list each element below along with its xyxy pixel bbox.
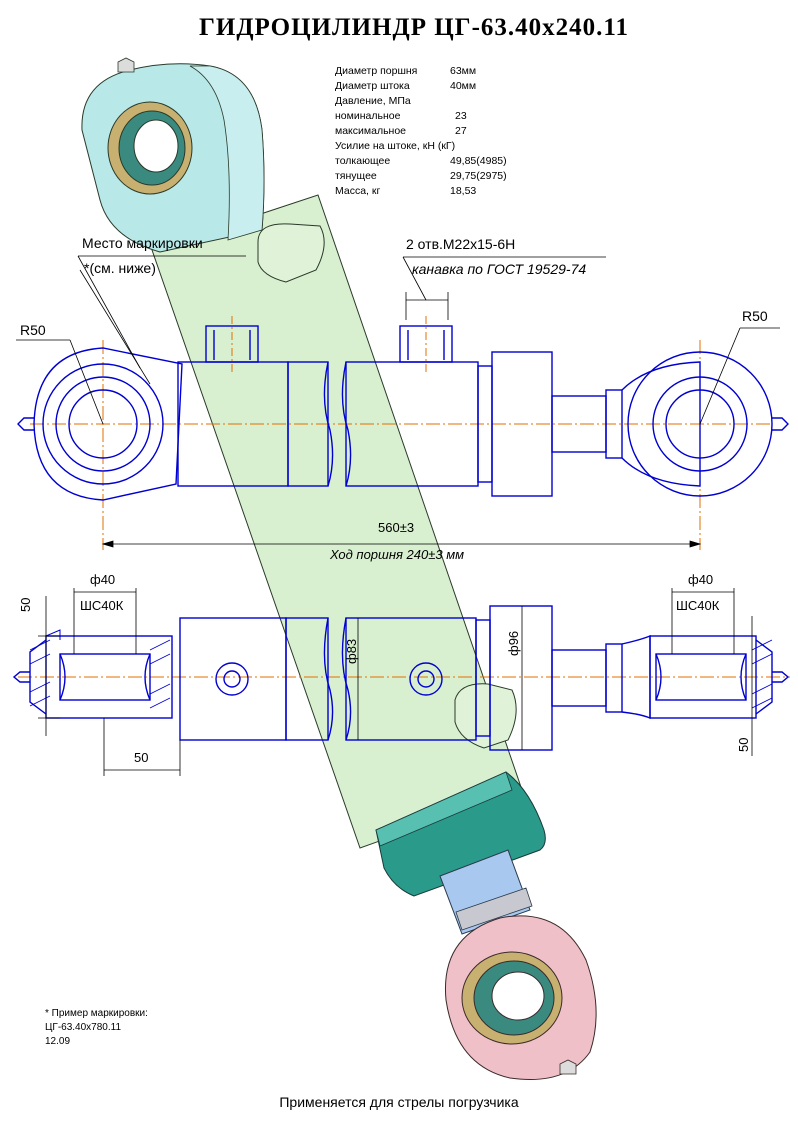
spec-label: толкающее [335, 155, 391, 167]
left-eye-ring-mid [55, 376, 151, 472]
ports-callout: 2 отв.М22х15-6Н [406, 236, 516, 252]
left-eye-outline [33, 347, 183, 501]
right-plan-grease-fitting [772, 671, 790, 683]
left-width-bottom-label: 50 [134, 750, 149, 765]
cap-diameter-label: ф96 [506, 630, 521, 656]
rod-collar-plan [605, 643, 623, 713]
left-plan-grease-fitting [12, 671, 30, 683]
port-right-boss [399, 325, 453, 363]
grease-fitting-bottom-3d [559, 1059, 577, 1075]
spec-row: максимальное 27 [335, 124, 555, 139]
dimension-lines [16, 255, 780, 776]
rod-collar-3d [455, 887, 533, 931]
overall-length-label: 560±3 [378, 520, 415, 535]
eye-top-side-3d [189, 65, 265, 241]
spec-label: Диаметр штока [335, 80, 410, 92]
spec-label: Давление, МПа [335, 95, 411, 107]
port-leader-d [402, 256, 427, 301]
spec-row: Давление, МПа [335, 94, 555, 109]
right-eye-ring-mid [652, 376, 748, 472]
eye-top-bore [133, 119, 179, 173]
cylinder-head-plan [179, 617, 287, 741]
barrel-3d [151, 194, 523, 849]
spec-row: номинальное 23 [335, 109, 555, 124]
spec-row: Диаметр штока 40мм [335, 79, 555, 94]
left-bearing-label: ШС40К [80, 598, 124, 613]
front-view [17, 316, 789, 550]
marking-reference-label: *(см. ниже) [84, 260, 156, 276]
note-line: * Пример маркировки: [45, 1008, 148, 1019]
break-line-front [323, 361, 334, 487]
right-pin-diameter-label: ф40 [688, 572, 714, 587]
right-eye-ring-inner [665, 389, 735, 459]
radius-left-label: R50 [20, 322, 46, 338]
specifications-table: Диаметр поршня 63мм Диаметр штока 40мм Дав… [335, 64, 555, 199]
eye-bottom-bore [491, 971, 545, 1021]
isometric-cylinder-render [81, 57, 597, 1081]
application-footer: Применяется для стрелы погрузчика [279, 1094, 519, 1110]
left-bushing [59, 653, 151, 701]
grease-fitting-top-3d [117, 57, 135, 73]
spec-label: номинальное [335, 110, 401, 122]
port-left-plan-outer [215, 662, 249, 696]
spec-value: 63мм [450, 65, 477, 77]
spec-value: 49,85(4985) [450, 155, 507, 167]
spec-value: 18,53 [450, 185, 477, 197]
note-line: ЦГ-63.40х780.11 [45, 1022, 122, 1033]
port-right-plan-outer [409, 662, 443, 696]
left-grease-fitting [17, 417, 34, 431]
spec-value: 40мм [450, 80, 477, 92]
spec-row: Диаметр поршня 63мм [335, 64, 555, 79]
port-boss-top-3d [257, 223, 325, 283]
spec-row: Усилие на штоке, кН (кГ) [335, 139, 555, 154]
drawing-title: ГИДРОЦИЛИНДР ЦГ-63.40х240.11 [198, 14, 630, 41]
left-eye-ring-inner [68, 389, 138, 459]
right-width-vertical-label: 50 [736, 737, 751, 752]
left-eye-ring-outer [42, 363, 164, 485]
left-pin-diameter-label: ф40 [90, 572, 116, 587]
rod-collar-front [605, 389, 623, 459]
spec-label: Диаметр поршня [335, 65, 418, 77]
spec-value: 23 [455, 110, 467, 122]
port-left-plan-inner [223, 670, 241, 688]
stroke-label: Ход поршня 240±3 мм [330, 547, 465, 562]
left-width-vertical-label: 50 [18, 597, 33, 612]
bore-diameter-label: ф83 [344, 638, 359, 664]
note-line: 12.09 [45, 1036, 71, 1047]
spec-label: Масса, кг [335, 185, 381, 197]
rod-plan [551, 649, 607, 707]
spec-label: тянущее [335, 170, 377, 182]
port-left-boss [205, 325, 259, 363]
spec-label: максимальное [335, 125, 407, 137]
marking-place-label: Место маркировки [82, 235, 203, 251]
plan-view [12, 605, 790, 751]
port-right-plan-inner [417, 670, 435, 688]
right-eye-hatching [751, 639, 773, 709]
radius-right-label: R50 [742, 308, 768, 324]
spec-label: Усилие на штоке, кН (кГ) [335, 140, 456, 152]
port-boss-bottom-3d [454, 683, 517, 749]
gland-nut-3d [375, 771, 546, 897]
right-bushing [655, 653, 747, 701]
groove-callout: канавка по ГОСТ 19529-74 [412, 261, 587, 277]
left-eye-hatch-top [45, 629, 61, 640]
gland-nut-face-3d [375, 771, 513, 847]
right-eye-section [649, 635, 757, 719]
spec-row: толкающее 49,85(4985) [335, 154, 555, 169]
spec-value: 29,75(2975) [450, 170, 507, 182]
right-grease-fitting [772, 417, 789, 431]
barrel-plan [285, 617, 329, 741]
right-eye-ring-outer [627, 351, 773, 497]
spec-value: 27 [455, 125, 467, 137]
right-bearing-label: ШС40К [676, 598, 720, 613]
marking-example-note: * Пример маркировки: ЦГ-63.40х780.11 12.… [45, 1007, 148, 1049]
spec-row: тянущее 29,75(2975) [335, 169, 555, 184]
spec-row: Масса, кг 18,53 [335, 184, 555, 199]
